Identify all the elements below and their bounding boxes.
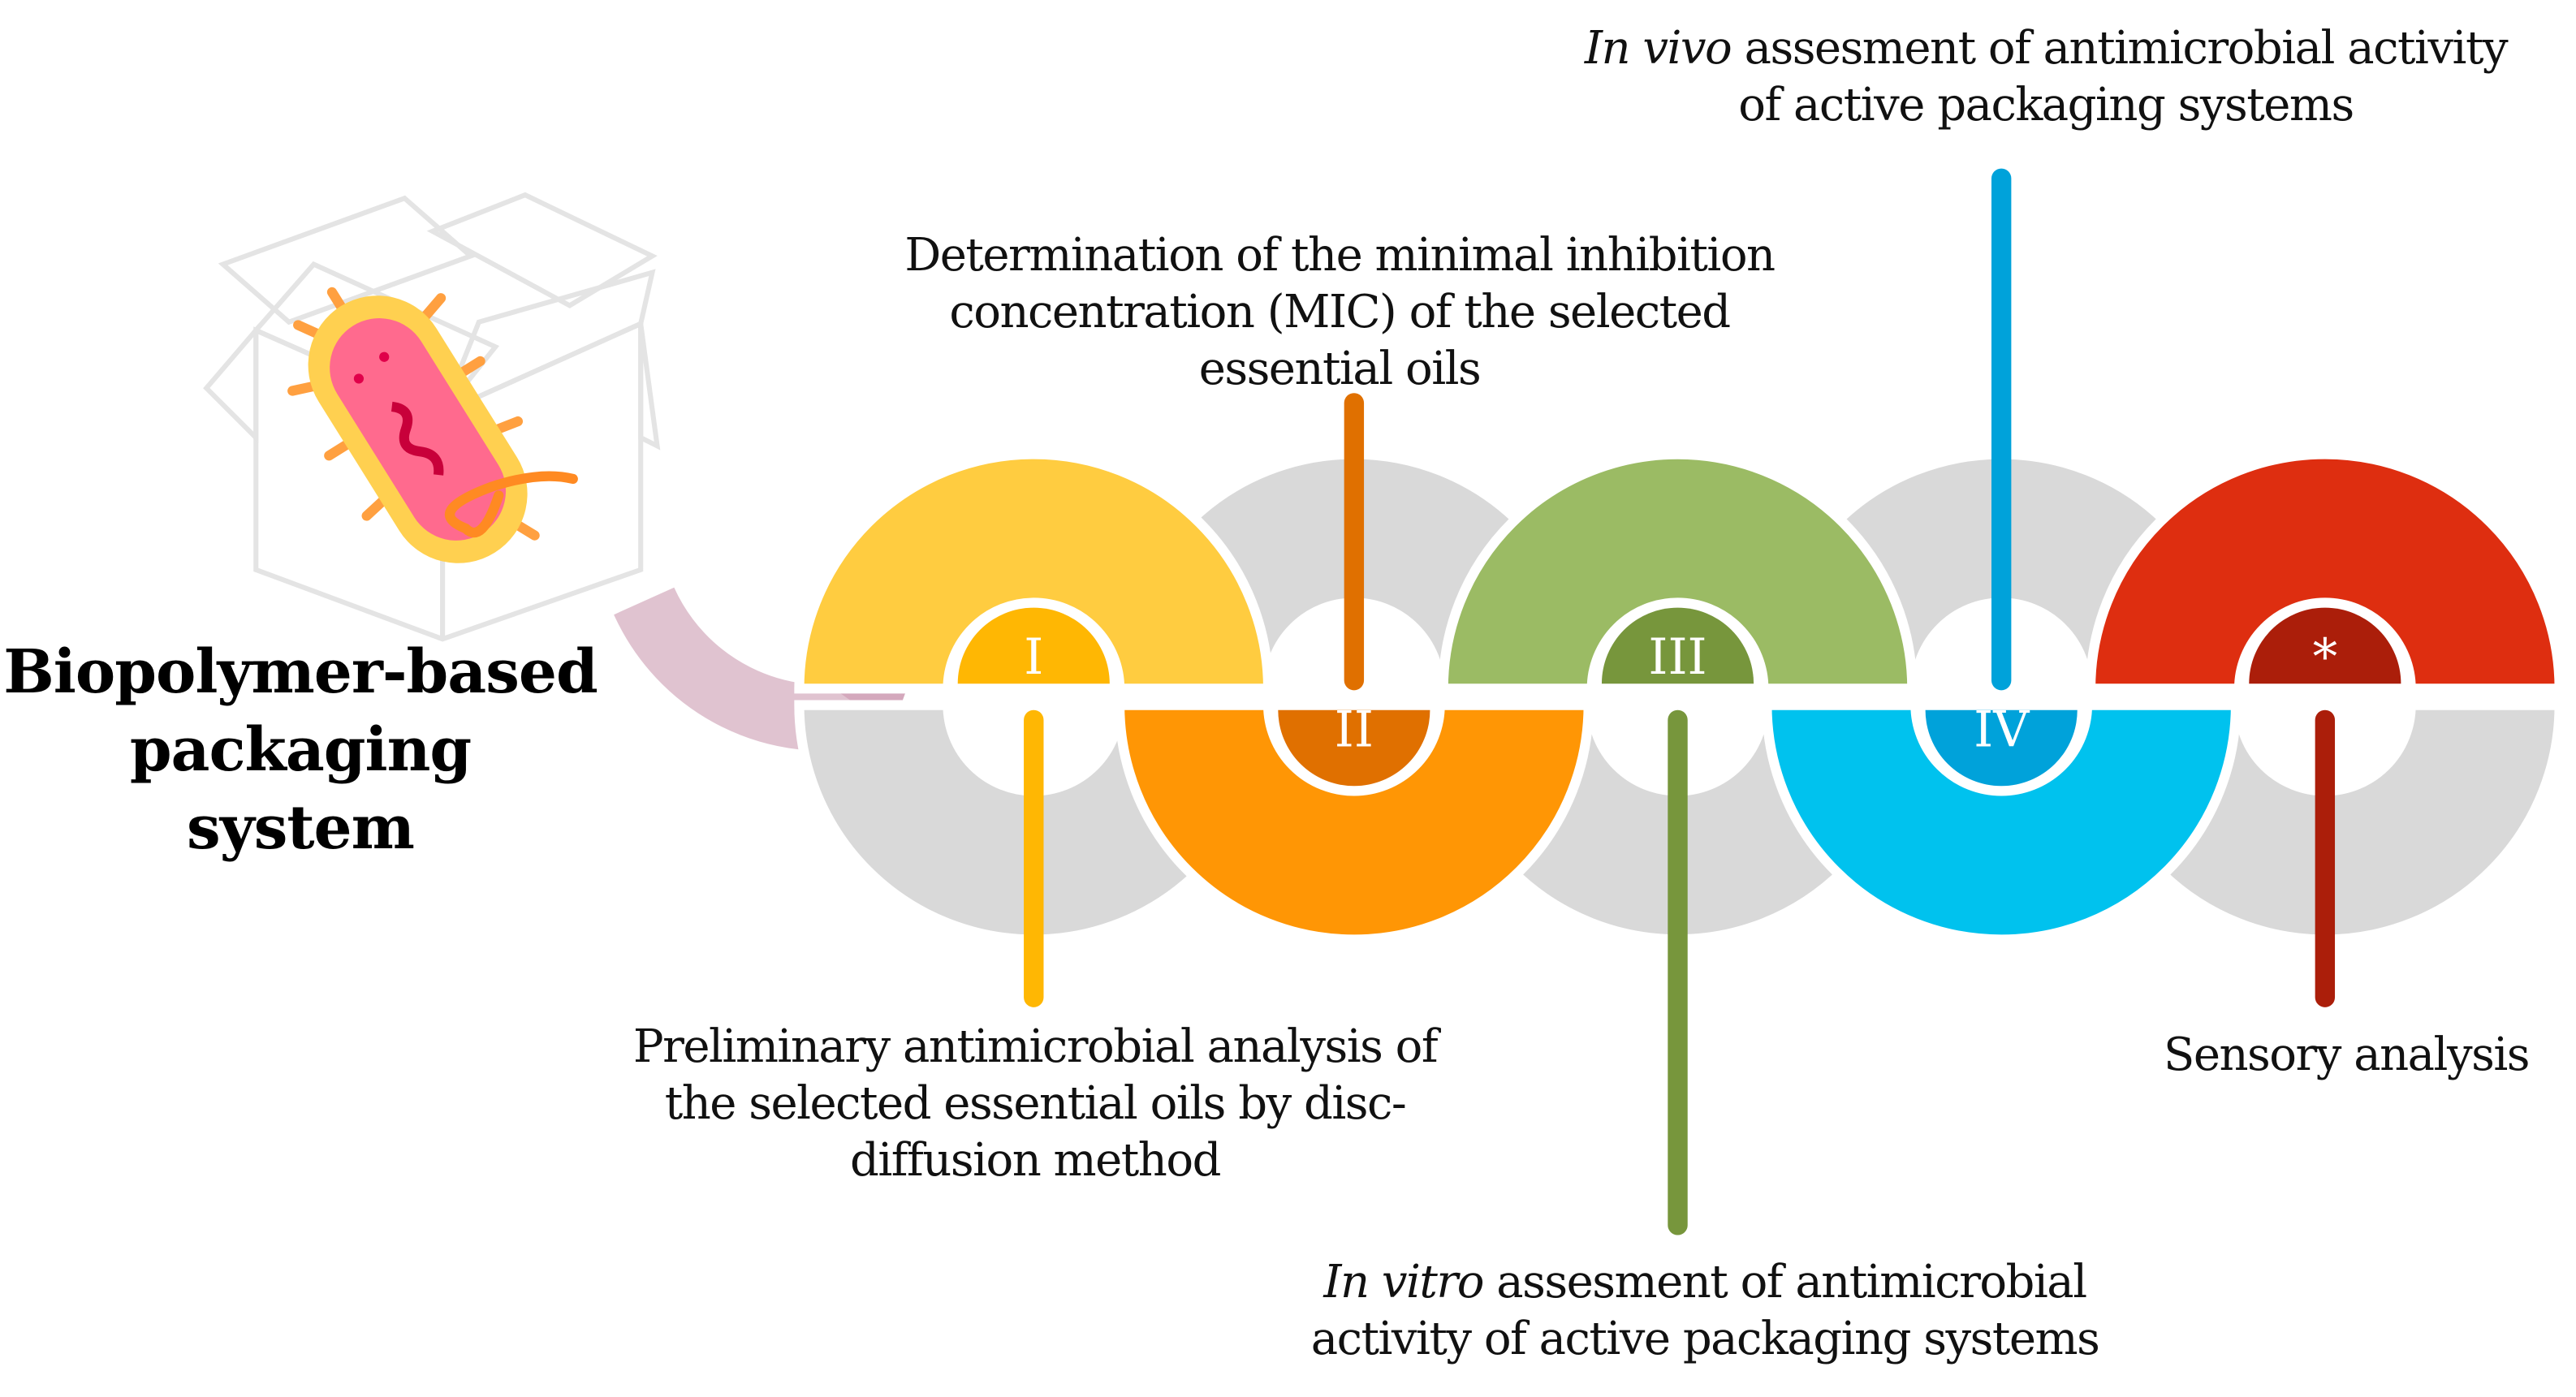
label-text: assesment of antimicrobial bbox=[1482, 1256, 2087, 1309]
label-line: In vitro assesment of antimicrobial bbox=[1218, 1254, 2192, 1311]
label-line: diffusion method bbox=[850, 1134, 1221, 1187]
step-numeral: III bbox=[1648, 628, 1707, 686]
ring-colored-half-4 bbox=[1762, 700, 2242, 945]
stem-star bbox=[2315, 709, 2336, 1007]
label-line: of active packaging systems bbox=[1738, 79, 2354, 132]
label-text: assesment of antimicrobial activity bbox=[1731, 22, 2509, 75]
title-line-3: system bbox=[187, 793, 415, 863]
step-III-label: In vitro assesment of antimicrobial acti… bbox=[1218, 1254, 2192, 1368]
step-IV-label: In vivo assesment of antimicrobial activ… bbox=[1526, 20, 2565, 134]
step-numeral: * bbox=[2313, 628, 2338, 686]
step-star-label: Sensory analysis bbox=[2095, 1027, 2576, 1084]
label-line: Determination of the minimal inhibition bbox=[904, 229, 1776, 282]
step-badge bbox=[1925, 709, 2078, 787]
label-line: In vivo assesment of antimicrobial activ… bbox=[1526, 20, 2565, 77]
label-line: the selected essential oils by disc- bbox=[664, 1077, 1407, 1130]
label-line: concentration (MIC) of the selected bbox=[949, 286, 1731, 338]
step-badge bbox=[1278, 709, 1430, 787]
step-I-label: Preliminary antimicrobial analysis of th… bbox=[568, 1019, 1502, 1189]
label-line: Sensory analysis bbox=[2163, 1028, 2531, 1081]
italic-term: In vivo bbox=[1584, 22, 1732, 75]
step-badge bbox=[1601, 607, 1754, 684]
label-line: activity of active packaging systems bbox=[1310, 1313, 2100, 1365]
bacterium-icon bbox=[287, 287, 540, 563]
stem-II bbox=[1344, 393, 1365, 691]
ring-colored-half-5 bbox=[2085, 449, 2565, 694]
step-numeral: II bbox=[1335, 701, 1374, 758]
flagellum bbox=[445, 471, 578, 537]
rings bbox=[794, 449, 2565, 945]
diagram-title: Biopolymer-based packaging system bbox=[0, 633, 601, 867]
stem-III bbox=[1668, 709, 1688, 1235]
title-line-1: Biopolymer-based bbox=[3, 637, 598, 707]
step-numeral: I bbox=[1024, 628, 1043, 686]
stem-I bbox=[1024, 709, 1044, 1007]
step-II-label: Determination of the minimal inhibition … bbox=[812, 227, 1867, 398]
step-badge bbox=[2249, 607, 2401, 684]
ring-colored-half-2 bbox=[1114, 700, 1594, 945]
title-line-2: packaging bbox=[129, 715, 472, 785]
step-numeral: IV bbox=[1974, 701, 2030, 758]
stem-IV bbox=[1991, 168, 2012, 691]
label-line: essential oils bbox=[1198, 343, 1482, 395]
label-line: Preliminary antimicrobial analysis of bbox=[632, 1020, 1439, 1073]
italic-term: In vitro bbox=[1323, 1256, 1484, 1309]
step-badge bbox=[957, 607, 1110, 684]
ring-colored-half-1 bbox=[794, 449, 1274, 694]
ring-colored-half-3 bbox=[1438, 449, 1918, 694]
